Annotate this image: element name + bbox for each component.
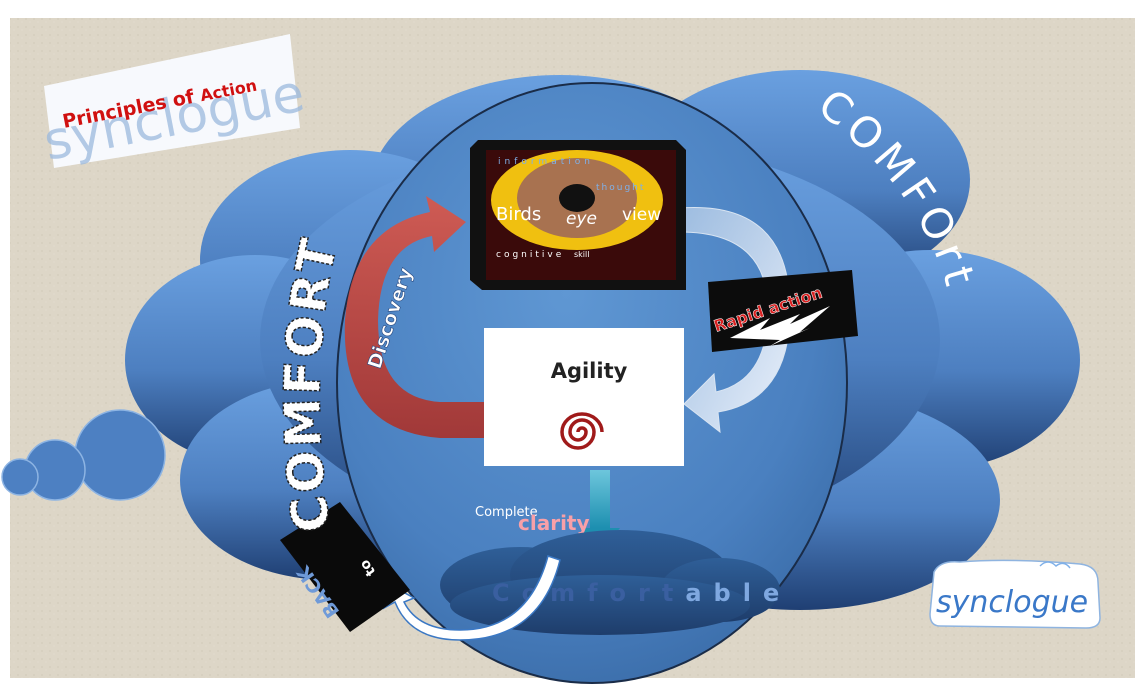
skill-label: skill [574,250,589,259]
comfortable-suffix: able [685,579,791,607]
eye-panel: information thought Birds eye view cogni… [470,140,686,290]
to-label: to [357,556,380,579]
agility-label: Agility [551,359,628,383]
agility-box: Agility [484,328,684,466]
rapid-action-arrow [679,206,791,434]
logo-text: synclogue [936,585,1088,620]
birds-label: Birds [496,204,541,225]
view-label: view [622,205,661,225]
thought-label: thought [596,183,645,193]
eye-label: eye [566,209,597,229]
clarity-label: clarity [518,511,590,535]
complete-label: Complete [475,505,538,520]
rapid-action-box: Rapid action [708,270,858,352]
cognitive-label: cognitive [496,250,564,260]
thought-bubbles [1,409,166,501]
information-label: information [498,157,594,167]
discovery-arrow [344,196,485,438]
synclogue-logo: synclogue [929,559,1101,629]
spiral-icon [560,412,604,450]
comfort-prefix: Comfort [492,579,685,607]
comfortable-label: Comfortable [492,579,791,607]
